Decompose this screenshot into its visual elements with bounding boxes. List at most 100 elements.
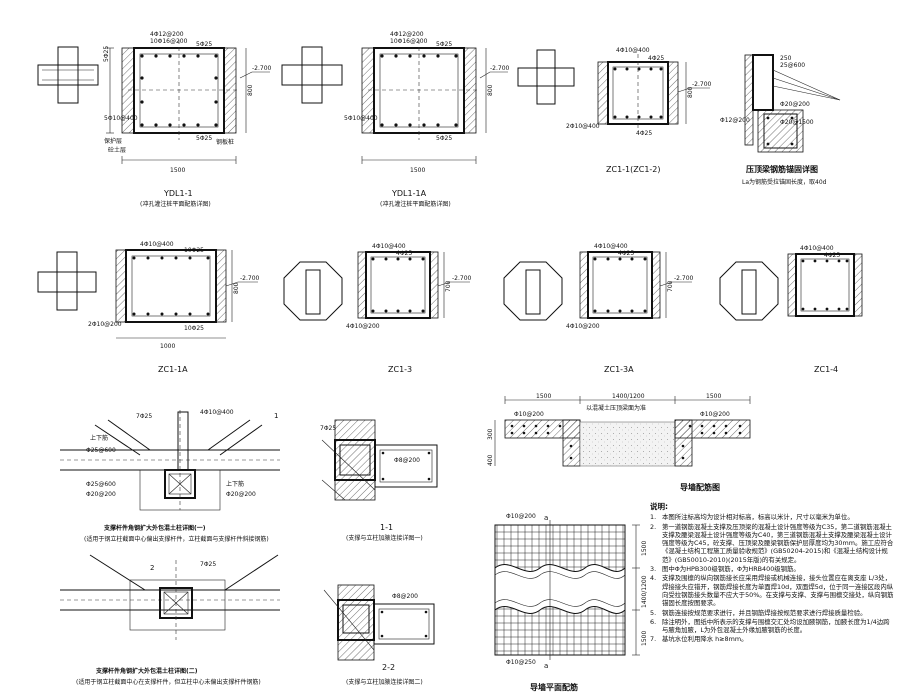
rebar-label: 5Φ25 xyxy=(196,135,212,142)
rebar-label: Φ10@200 xyxy=(506,513,536,520)
note-text: 第一道钢筋混凝土支撑及压顶梁的混凝土设计强度等级为C35，第二道钢筋混凝土支撑及… xyxy=(662,522,894,564)
level-label: -2.700 xyxy=(240,275,260,282)
caption-sub: (冲孔灌注桩平面配筋详图) xyxy=(380,200,451,208)
rebar-label: 5Φ25 xyxy=(196,41,212,48)
caption-beam-detail: 压顶梁钢筋锚固详图 xyxy=(746,164,818,174)
note-text: 支撑及围檩的纵向钢筋接长应采用焊接或机械连接，接头位置应在离支座 L/3处，焊接… xyxy=(662,574,894,608)
rebar-label: 250 xyxy=(780,55,792,62)
dim-1500: 1500 xyxy=(706,393,721,400)
dim-1500: 1500 xyxy=(641,541,648,556)
rebar-dots xyxy=(132,256,210,316)
rebar-label: Φ10@200 xyxy=(700,411,730,418)
dim-800: 800 xyxy=(233,282,240,294)
note-number: 3. xyxy=(650,565,657,574)
detail-ydl1-1a: 800 -2.700 4Φ12@200 10Φ16@200 5Φ25 5Φ25 … xyxy=(281,31,510,208)
dim-1500: 1500 xyxy=(641,631,648,646)
notes-heading: 说明: xyxy=(650,502,668,511)
caption-ydl1-1: YDL1-1 xyxy=(163,189,193,198)
rebar-label: 上下筋 xyxy=(226,480,244,488)
rebar-label: 4Φ10@400 xyxy=(616,47,650,54)
detail-ydl1-1: 5Φ25 800 -2.700 4Φ12@200 10Φ16@200 5Φ25 … xyxy=(37,31,272,208)
detail-zc1-1: 4Φ10@400 4Φ25 2Φ10@400 800 -2.700 4Φ25 Z… xyxy=(517,47,712,174)
rebar-dots xyxy=(140,54,218,127)
pile-cross-symbol xyxy=(517,49,575,105)
dim-700: 700 xyxy=(667,280,674,292)
level-label: -2.700 xyxy=(252,65,272,72)
note-number: 6. xyxy=(650,617,657,626)
note-text: 本图所注标高均为设计相对标高，标高以米计，尺寸以毫米为单位。 xyxy=(662,513,854,522)
section-mark: a xyxy=(544,514,548,522)
pile-cross-symbol xyxy=(37,251,97,311)
pile-cross-symbol xyxy=(37,46,99,104)
callout-label: 保护层 xyxy=(104,137,122,145)
octagon-pile-symbol xyxy=(283,261,343,321)
rebar-label: Φ10@250 xyxy=(506,659,536,666)
detail-zc1-3a: 4Φ10@400 4Φ25 4Φ10@200 700 -2.700 ZC1-3A xyxy=(503,243,694,374)
octagon-pile-symbol xyxy=(719,261,779,321)
callout-label: 钢板桩 xyxy=(216,138,234,146)
caption-sub: (支撑与立柱加腋连接详图二) xyxy=(346,678,423,686)
rebar-label: 10Φ16@200 xyxy=(390,38,428,45)
caption-wall-plan: 导墙平面配筋 xyxy=(530,682,578,692)
caption-zc1-1a: ZC1-1A xyxy=(158,365,188,374)
caption-sub: (冲孔灌注桩平面配筋详图) xyxy=(140,200,211,208)
caption-joint-1: 支撑杆件角钢扩大外包混土柱详图(一) xyxy=(103,524,206,532)
rebar-label: Φ8@200 xyxy=(394,457,420,464)
note-item: 4. 支撑及围檩的纵向钢筋接长应采用焊接或机械连接，接头位置应在离支座 L/3处… xyxy=(650,574,895,607)
general-notes: 说明: 1. 本图所注标高均为设计相对标高，标高以米计，尺寸以毫米为单位。 2.… xyxy=(650,502,895,645)
rebar-label: Φ20@200 xyxy=(86,491,116,498)
rebar-label: Φ8@200 xyxy=(392,593,418,600)
rebar-label: 4Φ10@400 xyxy=(800,245,834,252)
dim-800: 800 xyxy=(247,84,254,96)
guide-wall-section: 1500 1400/1200 1500 以混凝土压顶梁面为准 Φ10@200 Φ… xyxy=(487,393,751,492)
note-item: 7. 基坑水位利用降水 h≥8mm。 xyxy=(650,635,895,643)
note-text: 基坑水位利用降水 h≥8mm。 xyxy=(662,635,748,644)
dim-1500: 1500 xyxy=(410,167,425,174)
note-number: 7. xyxy=(650,635,657,644)
rebar-label: Φ10@200 xyxy=(514,411,544,418)
rebar-label: 2Φ10@400 xyxy=(566,123,600,130)
note-item: 2. 第一道钢筋混凝土支撑及压顶梁的混凝土设计强度等级为C35，第二道钢筋混凝土… xyxy=(650,523,895,564)
detail-zc1-1a: 4Φ10@400 10Φ25 10Φ25 2Φ10@200 800 -2.700… xyxy=(37,241,260,374)
rebar-label: 4Φ25 xyxy=(396,250,412,257)
note-item: 1. 本图所注标高均为设计相对标高，标高以米计，尺寸以毫米为单位。 xyxy=(650,513,895,521)
note-text: 钢筋连接按规范要求进行，并且钢筋焊接按规范要求进行焊接质量检验。 xyxy=(662,608,867,617)
note-item: 5. 钢筋连接按规范要求进行，并且钢筋焊接按规范要求进行焊接质量检验。 xyxy=(650,609,895,617)
caption-joint-2: 支撑杆件角钢扩大外包混土柱详图(二) xyxy=(95,667,198,675)
rebar-label: 4Φ10@400 xyxy=(594,243,628,250)
caption-sub: (适用于钢立柱截面中心偏出支撑杆件，立柱截面与支撑杆件斜接钢筋) xyxy=(84,535,269,543)
detail-zc1-3: 4Φ10@400 4Φ25 4Φ10@200 700 -2.700 ZC1-3 xyxy=(283,243,472,374)
dim-400: 400 xyxy=(487,454,494,466)
rebar-label: 2Φ10@200 xyxy=(88,321,122,328)
dim-label: 5Φ25 xyxy=(103,46,110,62)
note-number: 1. xyxy=(650,513,657,522)
rebar-label: 7Φ25 xyxy=(136,413,152,420)
caption-section-1-1: 1-1 xyxy=(380,523,393,532)
rebar-label: 5Φ10@400 xyxy=(344,115,378,122)
detail-joint-2: 7Φ25 2 支撑杆件角钢扩大外包混土柱详图(二) (适用于钢立柱截面中心在支撑… xyxy=(60,554,280,686)
note-number: 2. xyxy=(650,522,657,531)
rebar-label: 10Φ25 xyxy=(184,325,204,332)
guide-wall-plan: a a Φ10@200 Φ10@250 1500 1400/1200 1500 … xyxy=(494,513,648,692)
rebar-label: Φ20@200 xyxy=(780,101,810,108)
wall-top-note: 以混凝土压顶梁面为准 xyxy=(586,404,646,412)
rebar-label: Φ12@200 xyxy=(720,117,750,124)
rebar-label: 4Φ25 xyxy=(618,250,634,257)
dim-1400-1200: 1400/1200 xyxy=(612,393,645,400)
detail-beam-anchorage: 250 25@600 Φ20@200 Φ20@1500 Φ12@200 压顶梁钢… xyxy=(720,54,841,186)
rebar-label: 5Φ10@400 xyxy=(104,115,138,122)
caption-zc1-4: ZC1-4 xyxy=(814,365,838,374)
detail-zc1-4: 4Φ10@400 4Φ25 ZC1-4 xyxy=(719,245,863,374)
octagon-pile-symbol xyxy=(503,261,563,321)
rebar-label: 10Φ16@200 xyxy=(150,38,188,45)
caption-wall-section: 导墙配筋图 xyxy=(680,482,720,492)
rebar-label: 4Φ12@200 xyxy=(390,31,424,38)
rebar-label: 5Φ25 xyxy=(436,135,452,142)
caption-zc1-3a: ZC1-3A xyxy=(604,365,634,374)
rebar-dots xyxy=(510,424,742,460)
rebar-label: 4Φ10@400 xyxy=(140,241,174,248)
dim-1000: 1000 xyxy=(160,343,175,350)
section-mark: a xyxy=(544,662,548,670)
note-text: 图中Φ为HPB300级钢筋，Φ为HRB400级钢筋。 xyxy=(662,565,800,574)
